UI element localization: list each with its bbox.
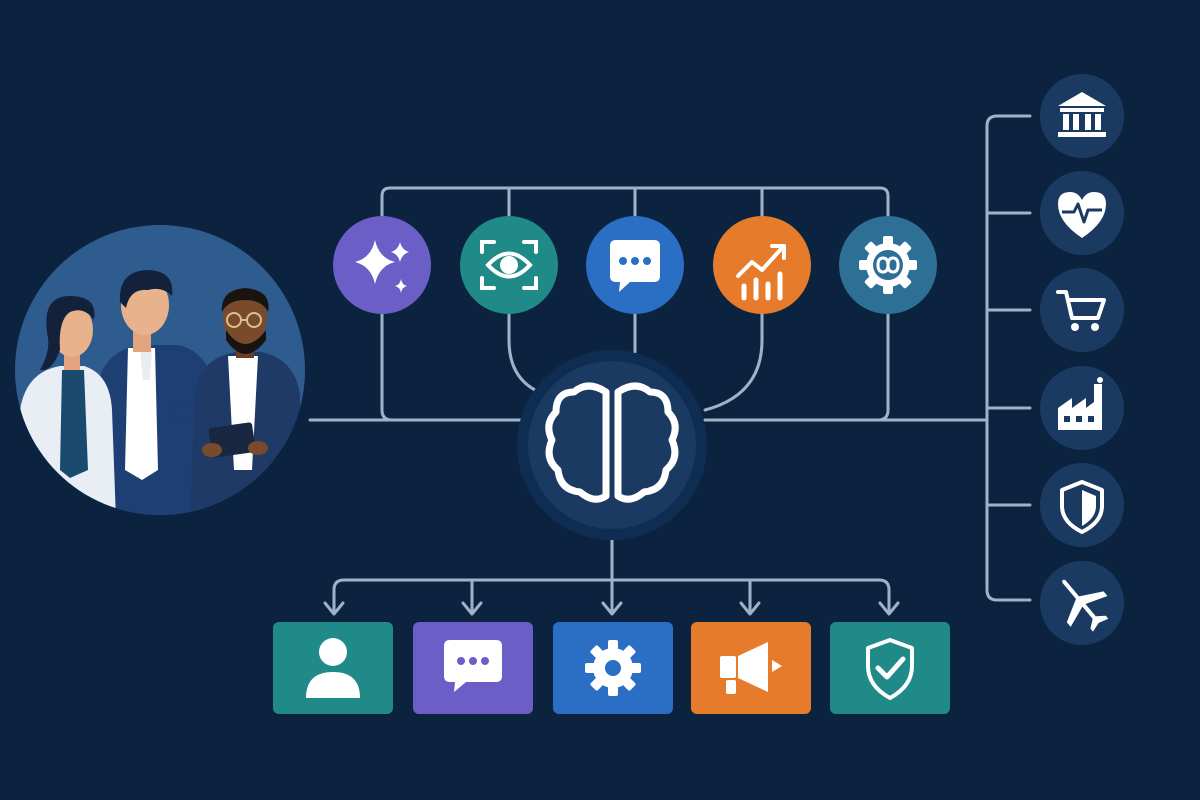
capability-4-to-hub xyxy=(703,310,764,412)
outcome-marketing[interactable] xyxy=(691,622,811,714)
outcomes xyxy=(273,622,950,714)
bank-icon xyxy=(1058,92,1106,137)
healthcare-heart-icon xyxy=(1058,192,1106,238)
industry-travel[interactable] xyxy=(1040,561,1124,645)
factory-icon xyxy=(1058,377,1103,430)
industry-banking[interactable] xyxy=(1040,74,1124,158)
message-icon xyxy=(444,640,502,692)
outcome-arrow-3 xyxy=(601,601,623,616)
industries xyxy=(1040,74,1124,645)
capability-automation[interactable] xyxy=(839,216,937,314)
outcome-arrow-2 xyxy=(461,601,483,616)
capability-sparkle[interactable] xyxy=(333,216,431,314)
megaphone-icon xyxy=(720,642,782,694)
industry-bus xyxy=(985,114,1032,602)
capability-5-to-hub xyxy=(703,310,890,422)
ai-brain-icon xyxy=(545,382,679,503)
chat-bubble-icon xyxy=(610,240,660,292)
industry-retail[interactable] xyxy=(1040,268,1124,352)
settings-gear-icon xyxy=(585,640,641,696)
central-hub[interactable] xyxy=(517,350,707,540)
industry-manufacturing[interactable] xyxy=(1040,366,1124,450)
outcome-protection[interactable] xyxy=(830,622,950,714)
connector-lines xyxy=(308,114,1032,616)
capability-1-to-hub xyxy=(380,310,527,422)
outcome-arrow-4 xyxy=(739,601,761,616)
outcome-bus xyxy=(332,578,891,614)
capability-vision[interactable] xyxy=(460,216,558,314)
outcome-arrow-1 xyxy=(323,601,345,616)
team-illustration xyxy=(15,225,305,515)
user-icon xyxy=(306,638,360,698)
outcome-message[interactable] xyxy=(413,622,533,714)
outcome-user[interactable] xyxy=(273,622,393,714)
capability-analytics[interactable] xyxy=(713,216,811,314)
outcome-settings[interactable] xyxy=(553,622,673,714)
capabilities xyxy=(333,216,937,314)
shield-check-icon xyxy=(866,638,914,700)
vision-eye-icon xyxy=(480,240,538,290)
airplane-icon xyxy=(1062,579,1109,632)
capability-conversation[interactable] xyxy=(586,216,684,314)
retail-cart-icon xyxy=(1056,290,1106,331)
analytics-chart-icon xyxy=(736,244,786,301)
security-shield-icon xyxy=(1060,480,1104,534)
outcome-arrow-5 xyxy=(878,601,900,616)
person-center-pointing xyxy=(95,270,223,515)
sparkle-icon xyxy=(355,240,409,293)
automation-gear-icon xyxy=(859,236,917,294)
industry-security[interactable] xyxy=(1040,463,1124,547)
industry-healthcare[interactable] xyxy=(1040,171,1124,255)
